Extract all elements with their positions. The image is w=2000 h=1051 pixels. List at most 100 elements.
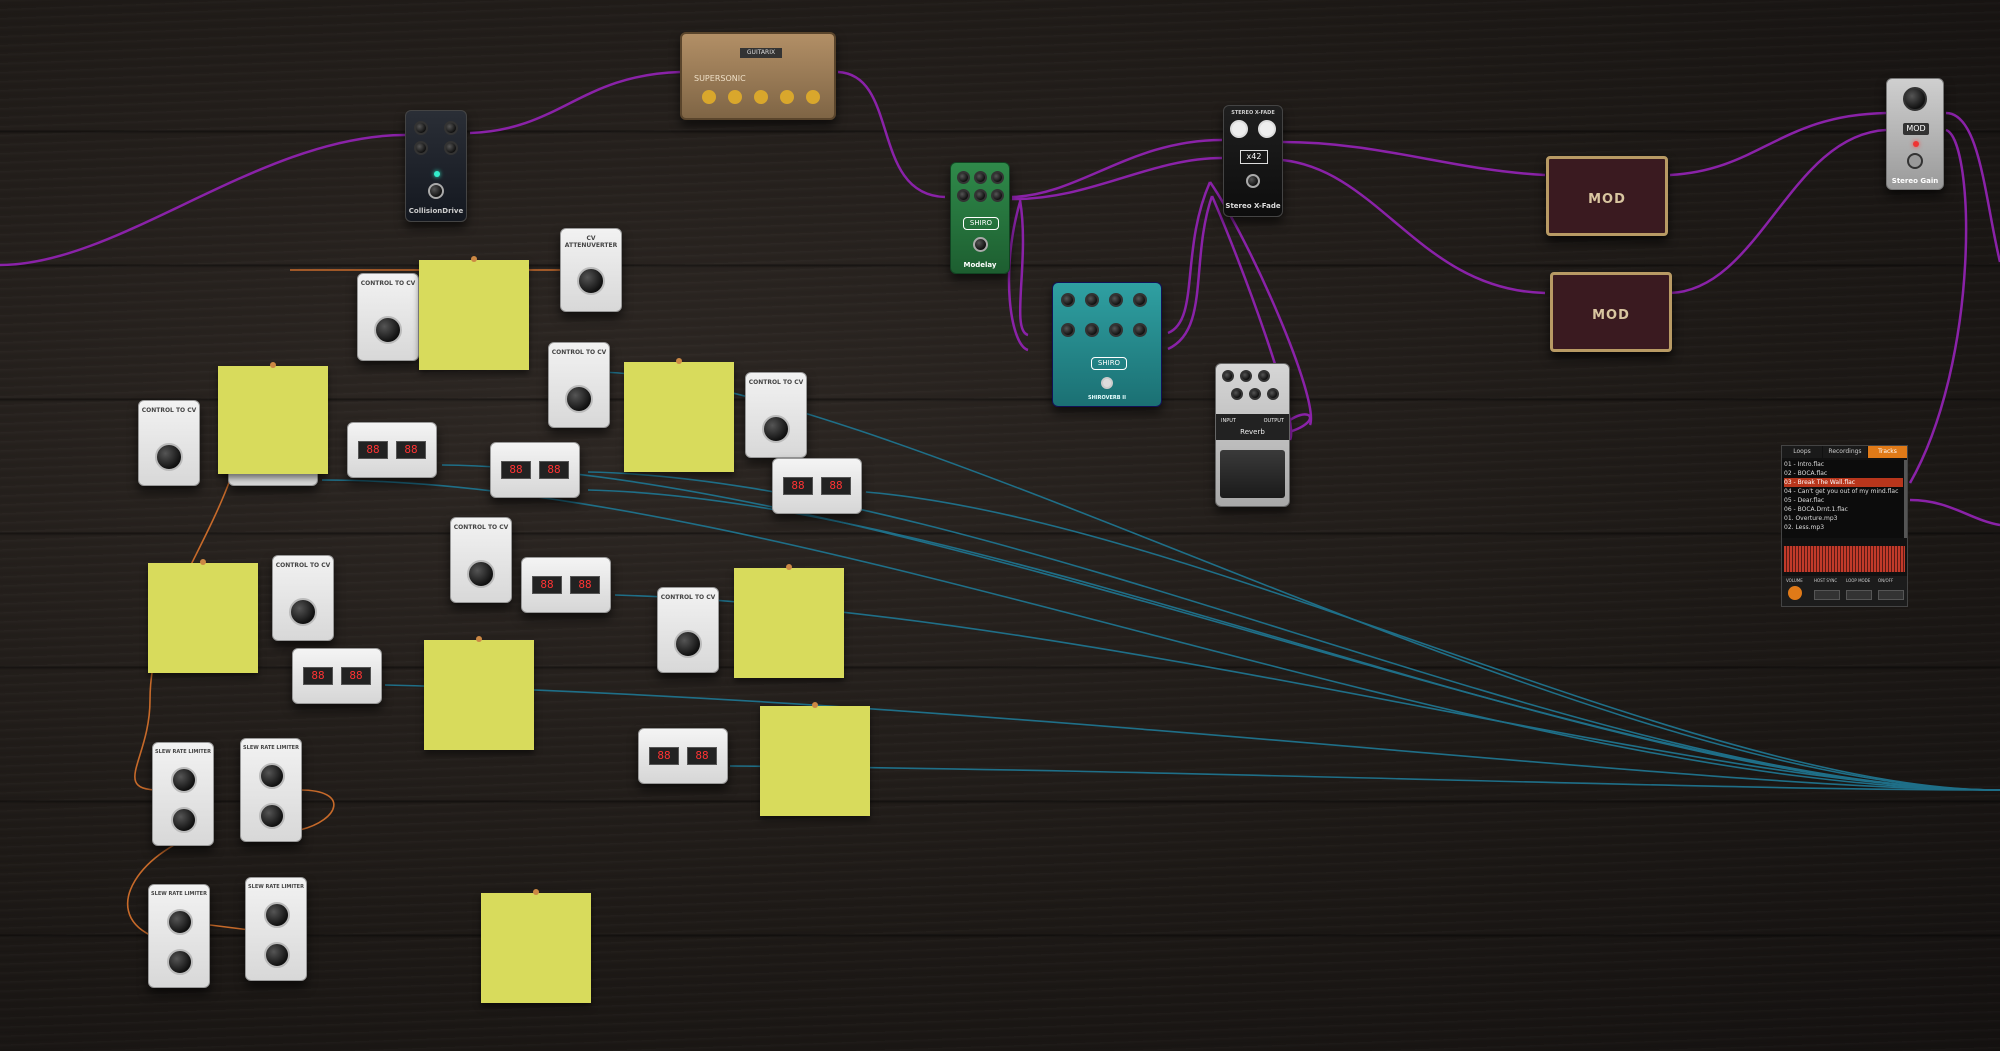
knob[interactable]	[762, 415, 790, 443]
cabinet-1[interactable]: MOD	[1546, 156, 1668, 236]
stereo-xfade-pedal[interactable]: STEREO X-FADE x42 Stereo X-Fade	[1223, 105, 1283, 217]
knob[interactable]	[444, 121, 458, 135]
tab-loops[interactable]: Loops	[1782, 446, 1822, 458]
knob[interactable]	[171, 807, 197, 833]
sequencer-module-3[interactable]: 88 88	[490, 442, 580, 498]
control-to-cv-1[interactable]: CONTROL TO CV	[357, 273, 419, 361]
cabinet-2[interactable]: MOD	[1550, 272, 1672, 352]
knob[interactable]	[565, 385, 593, 413]
knob[interactable]	[1231, 388, 1243, 400]
reverb-pedal[interactable]: INPUT OUTPUT Reverb	[1215, 363, 1290, 507]
knob[interactable]	[1133, 323, 1147, 337]
sticky-note[interactable]	[218, 362, 328, 474]
knob[interactable]	[991, 171, 1004, 184]
knob[interactable]	[289, 598, 317, 626]
collision-drive-pedal[interactable]: CollisionDrive	[405, 110, 467, 222]
knob[interactable]	[780, 90, 794, 104]
host-sync-toggle[interactable]	[1814, 590, 1840, 600]
knob[interactable]	[974, 189, 987, 202]
knob[interactable]	[957, 171, 970, 184]
control-to-cv-2[interactable]: CONTROL TO CV	[548, 342, 610, 428]
knob[interactable]	[259, 803, 285, 829]
control-to-cv-6[interactable]: CONTROL TO CV	[272, 555, 334, 641]
track-item[interactable]: 01. Overture.mp3	[1784, 515, 1838, 522]
sticky-note[interactable]	[760, 702, 870, 816]
knob[interactable]	[1061, 323, 1075, 337]
knob[interactable]	[467, 560, 495, 588]
footswitch[interactable]	[973, 237, 988, 252]
knob[interactable]	[264, 942, 290, 968]
slew-rate-limiter-3[interactable]: SLEW RATE LIMITER	[148, 884, 210, 988]
sticky-note[interactable]	[424, 636, 534, 750]
knob[interactable]	[1085, 293, 1099, 307]
knob[interactable]	[991, 189, 1004, 202]
audio-player-plugin[interactable]: Loops Recordings Tracks 01 - Intro.flac …	[1781, 445, 1908, 607]
control-to-cv-4[interactable]: CONTROL TO CV	[138, 400, 200, 486]
sequencer-module-5[interactable]: 88 88	[521, 557, 611, 613]
knob[interactable]	[577, 267, 605, 295]
knob[interactable]	[414, 121, 428, 135]
sticky-note[interactable]	[734, 564, 844, 678]
knob[interactable]	[1240, 370, 1252, 382]
track-item[interactable]: 06 - BOCA.Drnt.1.flac	[1784, 506, 1848, 513]
cv-attenuverter[interactable]: CV ATTENUVERTER	[560, 228, 622, 312]
knob[interactable]	[1230, 120, 1248, 138]
knob[interactable]	[264, 902, 290, 928]
slew-rate-limiter-1[interactable]: SLEW RATE LIMITER	[152, 742, 214, 846]
knob[interactable]	[444, 141, 458, 155]
knob[interactable]	[1222, 370, 1234, 382]
knob[interactable]	[167, 909, 193, 935]
slew-rate-limiter-4[interactable]: SLEW RATE LIMITER	[245, 877, 307, 981]
sticky-note[interactable]	[481, 889, 591, 1003]
control-to-cv-3[interactable]: CONTROL TO CV	[745, 372, 807, 458]
sticky-note[interactable]	[624, 358, 734, 472]
knob[interactable]	[171, 767, 197, 793]
knob[interactable]	[754, 90, 768, 104]
tab-recordings[interactable]: Recordings	[1823, 446, 1867, 458]
knob[interactable]	[1109, 293, 1123, 307]
knob[interactable]	[674, 630, 702, 658]
sticky-note[interactable]	[148, 559, 258, 673]
sticky-note[interactable]	[419, 256, 529, 370]
knob[interactable]	[1258, 370, 1270, 382]
knob[interactable]	[1133, 293, 1147, 307]
track-item[interactable]: 05 - Dear.flac	[1784, 497, 1825, 504]
sequencer-module-7[interactable]: 88 88	[638, 728, 728, 784]
knob[interactable]	[728, 90, 742, 104]
knob[interactable]	[1903, 87, 1927, 111]
shiroverb-pedal[interactable]: SHIRO SHIROVERB II	[1052, 282, 1162, 407]
knob[interactable]	[414, 141, 428, 155]
track-item-selected[interactable]: 03 - Break The Wall.flac	[1784, 478, 1903, 487]
sequencer-module-4[interactable]: 88 88	[772, 458, 862, 514]
on-off-toggle[interactable]	[1878, 590, 1904, 600]
scrollbar[interactable]	[1904, 460, 1907, 538]
slew-rate-limiter-2[interactable]: SLEW RATE LIMITER	[240, 738, 302, 842]
knob[interactable]	[957, 189, 970, 202]
footswitch[interactable]	[1907, 153, 1923, 169]
sequencer-module-6[interactable]: 88 88	[292, 648, 382, 704]
knob[interactable]	[1258, 120, 1276, 138]
footswitch[interactable]	[1246, 174, 1260, 188]
knob[interactable]	[702, 90, 716, 104]
knob[interactable]	[1267, 388, 1279, 400]
sequencer-module-2[interactable]: 88 88	[347, 422, 437, 478]
knob[interactable]	[1085, 323, 1099, 337]
modelay-pedal[interactable]: SHIRO Modelay	[950, 162, 1010, 274]
knob[interactable]	[374, 316, 402, 344]
volume-knob[interactable]	[1788, 586, 1802, 600]
track-list[interactable]: 01 - Intro.flac 02 - BOCA.flac 03 - Brea…	[1782, 460, 1907, 538]
knob[interactable]	[259, 763, 285, 789]
track-item[interactable]: 04 - Can't get you out of my mind.flac	[1784, 488, 1899, 495]
waveform[interactable]	[1784, 546, 1905, 572]
knob[interactable]	[974, 171, 987, 184]
footswitch[interactable]	[1101, 377, 1113, 389]
control-to-cv-5[interactable]: CONTROL TO CV	[450, 517, 512, 603]
loop-mode-toggle[interactable]	[1846, 590, 1872, 600]
track-item[interactable]: 01 - Intro.flac	[1784, 461, 1825, 468]
stereo-gain-pedal[interactable]: MOD Stereo Gain	[1886, 78, 1944, 190]
supersonic-amp[interactable]: GUITARIX SUPERSONIC	[680, 32, 836, 120]
knob[interactable]	[1061, 293, 1075, 307]
knob[interactable]	[1109, 323, 1123, 337]
knob[interactable]	[1249, 388, 1261, 400]
knob[interactable]	[806, 90, 820, 104]
